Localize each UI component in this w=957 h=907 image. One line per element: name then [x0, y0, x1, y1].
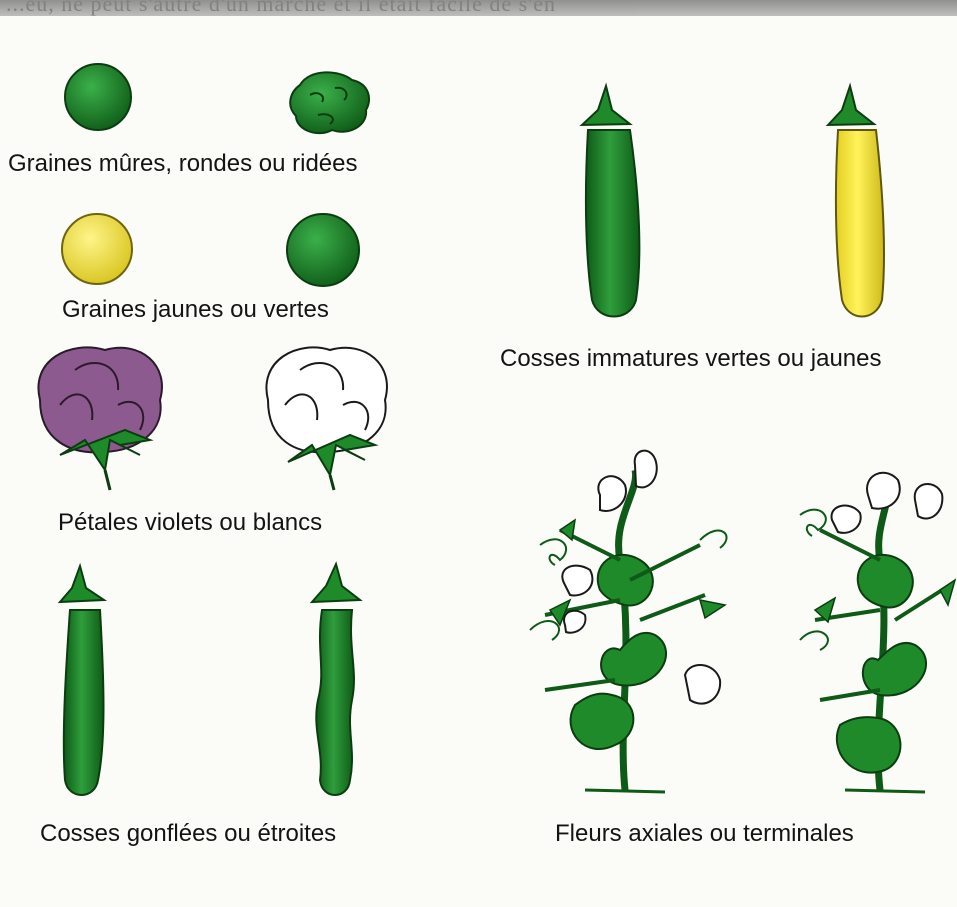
label-flowers: Fleurs axiales ou terminales — [555, 820, 854, 847]
white-flower — [265, 346, 388, 491]
green-seed — [286, 213, 360, 287]
round-green-seed — [64, 63, 132, 131]
cropped-text-strip: ...eu, ne peut s'autre d'un marché et il… — [0, 0, 957, 16]
label-pods-color: Cosses immatures vertes ou jaunes — [500, 345, 882, 372]
constricted-pod — [309, 561, 363, 796]
yellow-seed — [61, 213, 133, 285]
cropped-text: ...eu, ne peut s'autre d'un marché et il… — [6, 0, 556, 16]
label-seeds-color: Graines jaunes ou vertes — [62, 296, 329, 323]
label-seeds-shape: Graines mûres, rondes ou ridées — [8, 150, 358, 177]
inflated-pod — [57, 562, 108, 796]
label-petals: Pétales violets ou blancs — [58, 509, 323, 536]
violet-flower — [37, 346, 163, 491]
wrinkled-green-seed — [289, 71, 370, 135]
green-immature-pod — [579, 82, 641, 318]
terminal-flowers-plant — [799, 471, 957, 794]
yellow-immature-pod — [825, 82, 885, 318]
label-pods-shape: Cosses gonflées ou étroites — [40, 820, 337, 847]
axial-flowers-plant — [529, 449, 728, 794]
